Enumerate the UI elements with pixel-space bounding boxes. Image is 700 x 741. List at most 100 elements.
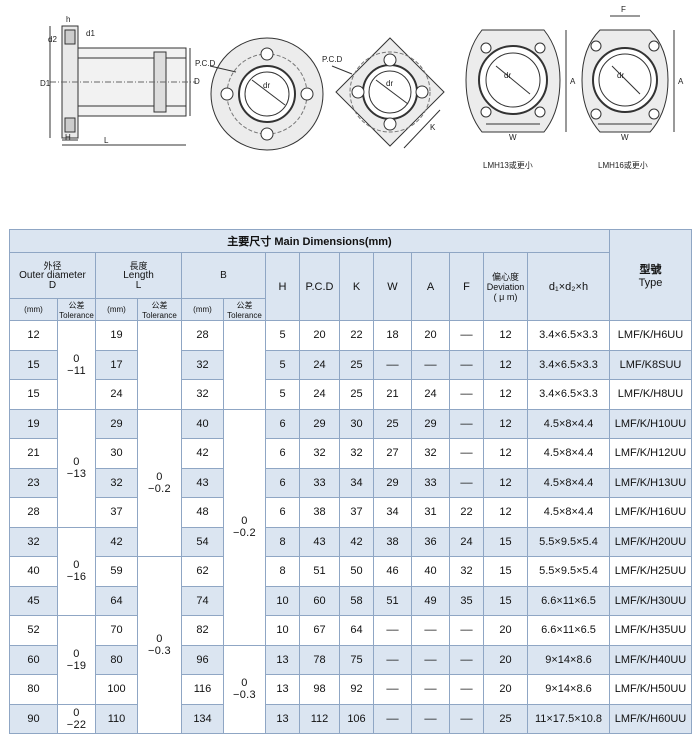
header-h: H [265, 252, 300, 321]
tolerance-L-lower: −0.3 [148, 645, 171, 657]
cell-bolt: 3.4×6.5×3.3 [527, 349, 610, 380]
cell-pcd: 43 [299, 526, 340, 557]
tolerance-B-lower: −0.2 [233, 527, 256, 539]
cell-outer-diameter: 90 [9, 703, 58, 734]
round-flange-drawing [209, 37, 324, 151]
cell-pcd: 32 [299, 438, 340, 469]
cell-b: 134 [181, 703, 224, 734]
cell-f: –– [449, 644, 484, 675]
cell-type: LMF/K/H40UU [609, 644, 692, 675]
tolerance-L-upper: 0 [156, 633, 163, 645]
cell-f: 22 [449, 497, 484, 528]
header-deviation: 偏心度 Deviation ( μ m) [483, 252, 528, 321]
cell-deviation: 15 [483, 585, 528, 616]
cell-bolt: 4.5×8×4.4 [527, 408, 610, 439]
label-D: D [194, 77, 200, 86]
cell-k: 64 [339, 615, 374, 646]
cell-pcd: 67 [299, 615, 340, 646]
cell-w: 34 [373, 497, 412, 528]
cell-f: –– [449, 674, 484, 705]
cell-bolt: 6.6×11×6.5 [527, 585, 610, 616]
cell-a: 29 [411, 408, 450, 439]
cell-a: –– [411, 703, 450, 734]
header-length-cn: 長度 [129, 260, 148, 271]
cell-f: 32 [449, 556, 484, 587]
tolerance-L-cell: 0−0.3 [137, 556, 182, 734]
label-dr-round: dr [263, 81, 270, 90]
header-length: 長度 Length L [95, 252, 182, 299]
tolerance-L-upper: 0 [156, 470, 163, 483]
tolerance-D-lower: −11 [67, 364, 86, 377]
cell-b: 32 [181, 349, 224, 380]
cell-a: 33 [411, 467, 450, 498]
cell-bolt: 4.5×8×4.4 [527, 467, 610, 498]
cell-bolt: 9×14×8.6 [527, 674, 610, 705]
cell-a: –– [411, 349, 450, 380]
cell-w: 21 [373, 379, 412, 410]
label-h: h [66, 15, 70, 24]
cell-outer-diameter: 15 [9, 349, 58, 380]
cell-w: –– [373, 644, 412, 675]
cell-w: –– [373, 674, 412, 705]
cell-length: 110 [95, 703, 138, 734]
cell-deviation: 12 [483, 438, 528, 469]
tolerance-B-cell: 0−0.2 [223, 408, 266, 646]
header-l-tol: 公差 Tolerance [137, 298, 182, 321]
caption-lmh13: LMH13或更小 [483, 160, 533, 170]
tolerance-D-upper: 0 [73, 559, 80, 572]
cell-w: 38 [373, 526, 412, 557]
cell-f: –– [449, 320, 484, 351]
cell-length: 24 [95, 379, 138, 410]
header-d-tol: 公差 Tolerance [57, 298, 96, 321]
tolerance-D-upper: 0 [73, 647, 80, 660]
header-bolt: d₁×d₂×h [527, 252, 610, 321]
cell-type: LMF/K/H8UU [609, 379, 692, 410]
cell-pcd: 78 [299, 644, 340, 675]
cell-b: 48 [181, 497, 224, 528]
header-type-cn: 型號 [639, 264, 662, 276]
tolerance-D-upper: 0 [73, 352, 80, 365]
cell-f: –– [449, 438, 484, 469]
cell-h: 10 [265, 615, 300, 646]
cell-outer-diameter: 40 [9, 556, 58, 587]
cell-deviation: 12 [483, 320, 528, 351]
cell-f: 35 [449, 585, 484, 616]
label-dr-square: dr [386, 79, 393, 88]
cell-pcd: 60 [299, 585, 340, 616]
cell-type: LMF/K/H60UU [609, 703, 692, 734]
cell-a: 24 [411, 379, 450, 410]
cell-deviation: 12 [483, 467, 528, 498]
cell-deviation: 20 [483, 674, 528, 705]
header-deviation-en: Deviation [486, 281, 525, 292]
tolerance-D-lower: −16 [66, 571, 87, 584]
cell-w: 27 [373, 438, 412, 469]
cell-f: –– [449, 379, 484, 410]
cell-length: 17 [95, 349, 138, 380]
cell-b: 42 [181, 438, 224, 469]
cell-outer-diameter: 12 [9, 320, 58, 351]
cell-type: LMF/K/H10UU [609, 408, 692, 439]
cell-w: 18 [373, 320, 412, 351]
cell-length: 19 [95, 320, 138, 351]
cell-f: –– [449, 349, 484, 380]
cell-k: 32 [339, 438, 374, 469]
cell-length: 29 [95, 408, 138, 439]
cell-outer-diameter: 21 [9, 438, 58, 469]
cell-a: 40 [411, 556, 450, 587]
cell-bolt: 5.5×9.5×5.4 [527, 556, 610, 587]
header-b-sym: B [220, 269, 227, 281]
cell-deviation: 15 [483, 556, 528, 587]
label-pcd-square: P.C.D [322, 55, 343, 64]
label-W-lmh16: W [621, 133, 629, 142]
cell-pcd: 38 [299, 497, 340, 528]
header-a: A [411, 252, 450, 321]
